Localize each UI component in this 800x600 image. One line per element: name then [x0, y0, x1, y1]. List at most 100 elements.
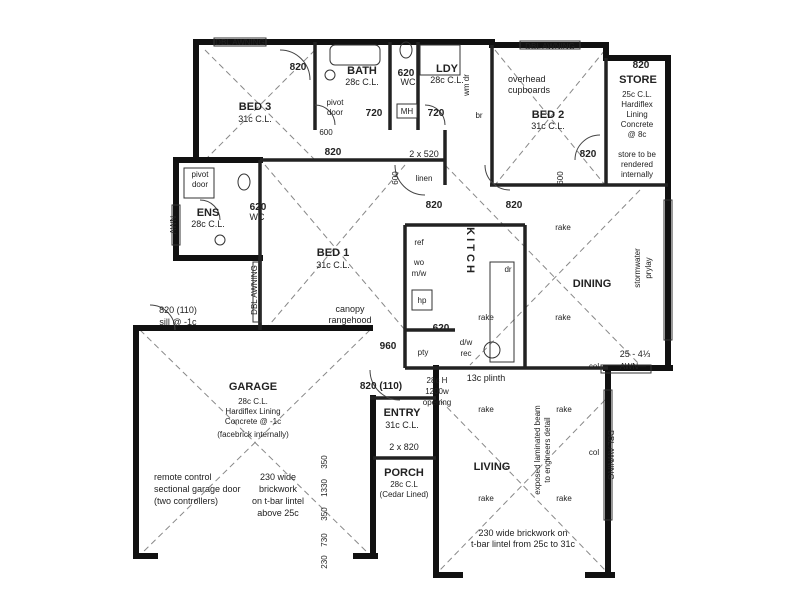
rake-living-1: rake: [478, 405, 494, 414]
brickwork-living-1: 230 wide brickwork on: [478, 528, 567, 538]
entry-ceiling: 31c C.L.: [385, 420, 419, 430]
exterior-walls: [133, 39, 673, 578]
rake-living-3: rake: [478, 494, 494, 503]
dim-600-1: 600: [319, 128, 333, 137]
brickwork-garage-1: 230 wide: [260, 472, 296, 482]
bed3-name: BED 3: [239, 101, 271, 113]
pivot-door-bath-2: door: [327, 108, 343, 117]
hp-label: hp: [418, 296, 427, 305]
pivot-door-bath-1: pivot: [327, 98, 345, 107]
pivot-door-ens-1: pivot: [192, 170, 210, 179]
dw-label: d/w: [460, 338, 473, 347]
dim-bath-720: 720: [366, 108, 383, 119]
dim-store: 820: [633, 60, 650, 71]
rake-kitchen: rake: [478, 313, 494, 322]
plinth-label: 13c plinth: [467, 373, 506, 383]
col-slope: 25 - 4⅓: [620, 349, 651, 359]
gdim-350b: 350: [320, 507, 329, 521]
stormwater-label: stormwater: [633, 248, 642, 288]
bed1-name: BED 1: [317, 247, 349, 259]
door-swings: [149, 49, 601, 401]
ldy-ceiling: 28c C.L.: [430, 75, 464, 85]
garage-note-3: Concrete @ -1c: [225, 417, 281, 426]
interior-walls: [258, 42, 668, 460]
remote-2: sectional garage door: [154, 484, 241, 494]
basin-bath: [324, 69, 336, 81]
brickwork-garage-2: brickwork: [259, 484, 298, 494]
brickwork-garage-3: on t-bar lintel: [252, 496, 304, 506]
bed3-ceiling: 31c C.L.: [238, 114, 272, 124]
beam-2: to engineers detail: [543, 417, 552, 483]
mw-label: m/w: [412, 269, 427, 278]
canopy-1: canopy: [335, 304, 365, 314]
awn-dining: AWN—: [620, 362, 646, 371]
manhole-label: MH: [401, 107, 414, 116]
dining-name: DINING: [573, 278, 612, 290]
pivot-door-ens-2: door: [192, 180, 208, 189]
shower-ens: [183, 167, 215, 199]
store-note-5: @ 8c: [628, 130, 647, 139]
wc-bath: WC: [401, 77, 416, 87]
garage-note-1: 28c C.L.: [238, 397, 268, 406]
overhead-1: overhead: [508, 74, 546, 84]
bed2-name: BED 2: [532, 109, 564, 121]
beam-1: exposed laminated beam: [533, 405, 542, 495]
two-x-520: 2 x 520: [409, 149, 439, 159]
dim-pty: 620: [433, 323, 450, 334]
bath-ceiling: 28c C.L.: [345, 77, 379, 87]
remote-3: (two controllers): [154, 496, 218, 506]
dim-ldy-720: 720: [428, 108, 445, 119]
opening-2: 1200w: [425, 387, 449, 396]
overhead-2: cupboards: [508, 85, 551, 95]
remote-1: remote control: [154, 472, 212, 482]
dim-bed1-door: 820: [325, 147, 342, 158]
dim-600-3: 600: [556, 171, 565, 185]
dim-600-2: 600: [391, 171, 400, 185]
porch-note-1: 28c C.L: [390, 480, 418, 489]
ens-name: ENS: [197, 207, 220, 219]
rake-dining-2: rake: [555, 313, 571, 322]
porch-name: PORCH: [384, 467, 424, 479]
dim-bed3-door: 820: [290, 62, 307, 73]
garage-door-dim: 820 (110): [159, 305, 197, 315]
dbl-awning-living: DBL AWNING: [606, 430, 615, 480]
linen-label: linen: [416, 174, 433, 183]
opening-1: 28c H: [427, 376, 448, 385]
living-name: LIVING: [474, 461, 511, 473]
opening-3: opening: [423, 398, 451, 407]
store-render-2: rendered: [621, 160, 653, 169]
store-render-3: internally: [621, 170, 653, 179]
store-note-1: 25c C.L.: [622, 90, 652, 99]
manhole-box: [396, 103, 418, 119]
brickwork-garage-4: above 25c: [257, 508, 299, 518]
ref-label: ref: [414, 238, 424, 247]
porch-note-2: (Cedar Lined): [380, 490, 429, 499]
dim-hall-1: 820: [426, 200, 443, 211]
dbl-awning-bed1: DBL AWNING: [250, 265, 259, 315]
dbl-awning-bed3: DBL AWNING: [215, 38, 265, 47]
basin-ens: [214, 234, 226, 246]
garage-note-2: Hardiflex Lining: [225, 407, 280, 416]
wc-bath-toilet: [399, 41, 413, 59]
rake-living-4: rake: [556, 494, 572, 503]
store-note-4: Concrete: [621, 120, 654, 129]
store-note-2: Hardiflex: [621, 100, 653, 109]
dbl-awning-bed2: DBL AWNING: [525, 42, 575, 51]
garage-name: GARAGE: [229, 381, 277, 393]
hotplate: [411, 289, 433, 311]
bathtub: [329, 44, 381, 66]
garage-note-4: (facebrick internally): [217, 430, 289, 439]
wm-dr-label: wm dr: [462, 74, 471, 97]
garage-sill: sill @ -1c: [159, 317, 197, 327]
ens-ceiling: 28c C.L.: [191, 219, 225, 229]
canopy-2: rangehood: [328, 315, 371, 325]
dim-entry-door: 820 (110): [360, 381, 402, 392]
store-note-3: Lining: [626, 110, 647, 119]
ceiling-crosslines: [139, 49, 641, 571]
wc-ens: WC: [250, 212, 265, 222]
kitch-name: K I T C H: [464, 227, 476, 273]
awn-ens: AWN: [169, 216, 178, 235]
kitchen-bench: [489, 261, 515, 363]
dim-hall-2: 820: [506, 200, 523, 211]
wo-label: wo: [413, 258, 425, 267]
